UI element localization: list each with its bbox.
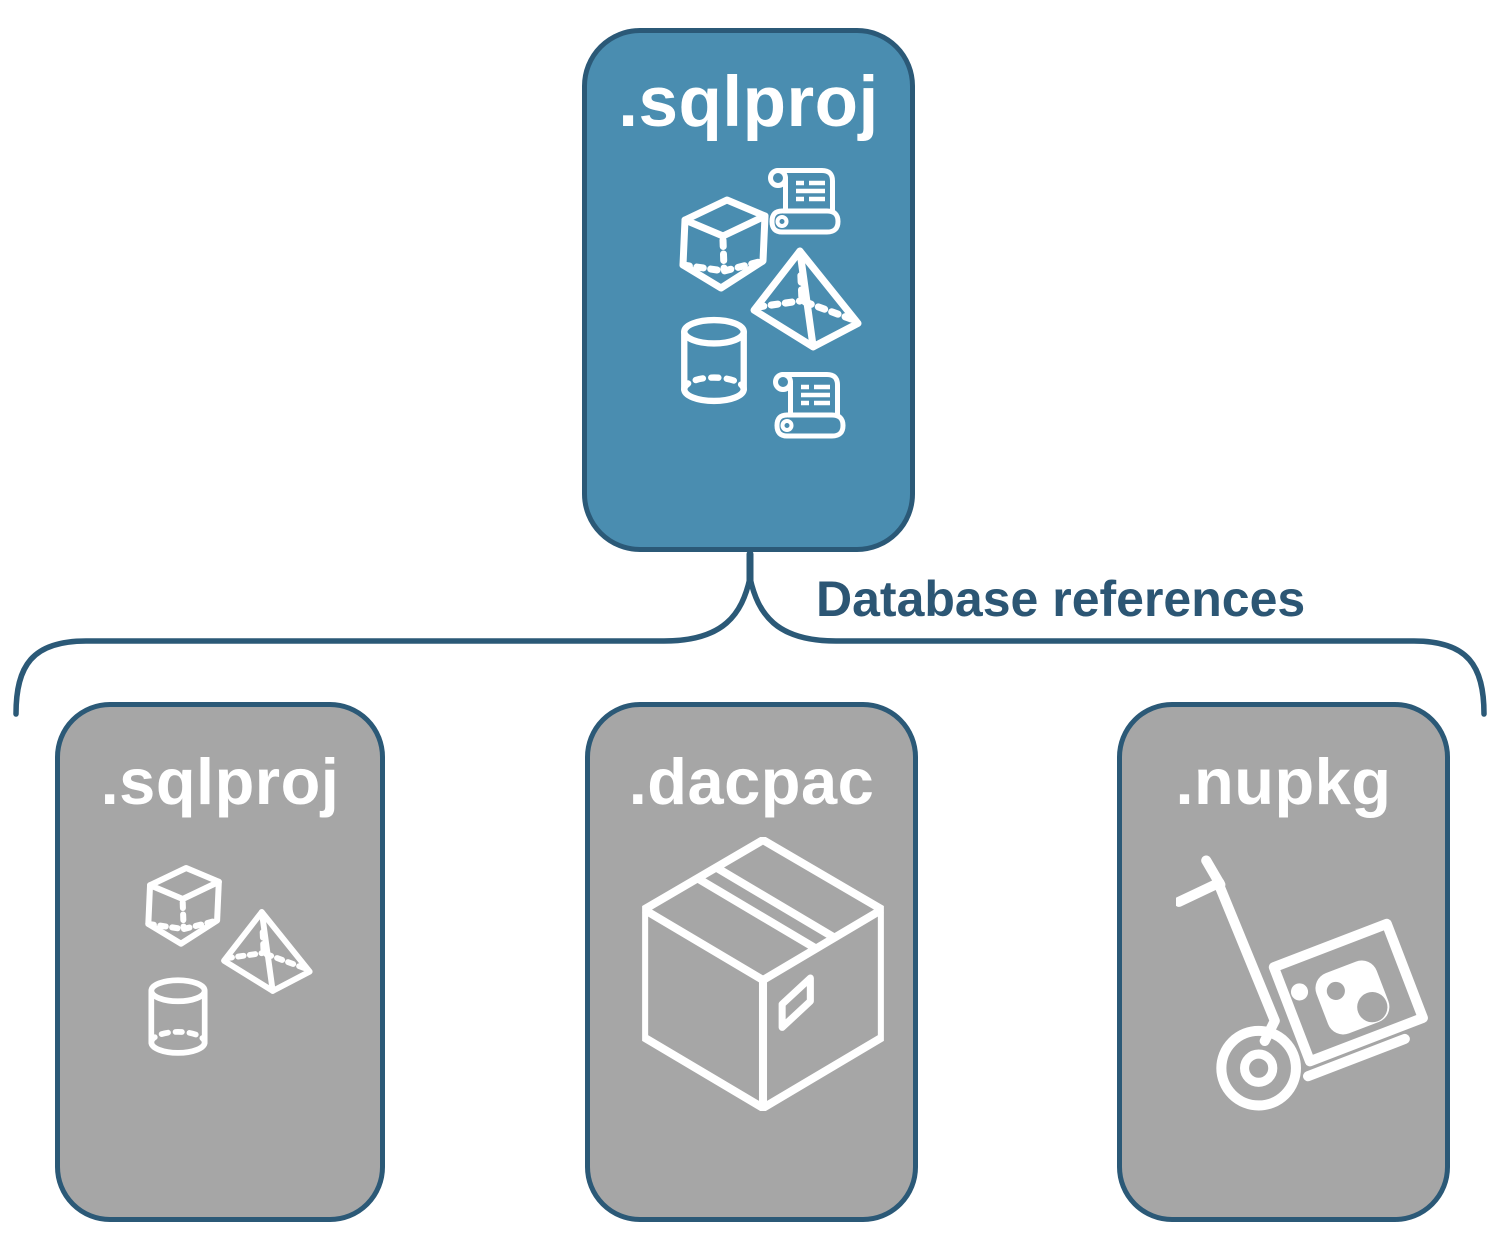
card-title-sqlproj-parent: .sqlproj	[618, 63, 879, 142]
script-scroll-icon	[761, 161, 849, 239]
card-title-sqlproj-child: .sqlproj	[100, 745, 340, 818]
card-sqlproj-child: .sqlproj	[55, 702, 385, 1222]
card-nupkg: .nupkg	[1117, 702, 1450, 1222]
card-title-dacpac: .dacpac	[628, 745, 875, 818]
card-sqlproj-parent: .sqlproj	[582, 28, 915, 552]
package-box-icon	[642, 837, 884, 1111]
cube-icon	[138, 860, 224, 950]
connector-label: Database references	[816, 571, 1306, 627]
cylinder-icon	[143, 975, 213, 1059]
cylinder-icon	[675, 315, 753, 407]
pyramid-icon	[743, 245, 867, 359]
pyramid-icon	[215, 907, 317, 1001]
hand-truck-nuget-icon	[1176, 855, 1428, 1113]
card-title-nupkg: .nupkg	[1175, 745, 1392, 818]
card-dacpac: .dacpac	[585, 702, 918, 1222]
script-scroll-icon	[766, 365, 854, 443]
